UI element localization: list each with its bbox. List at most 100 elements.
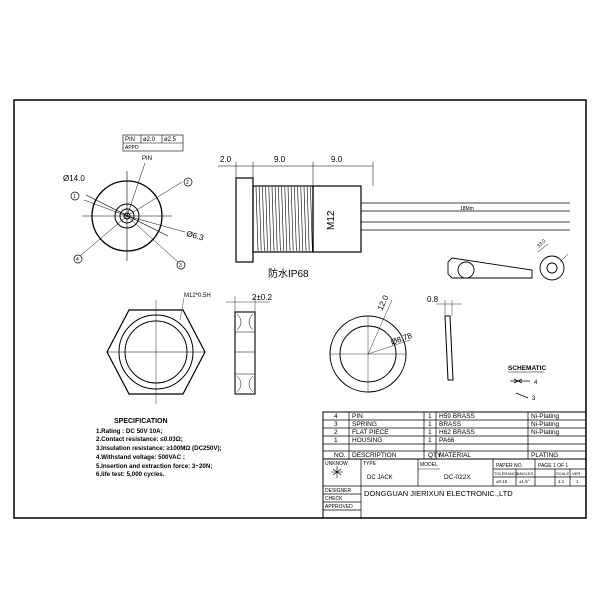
thread-line bbox=[258, 186, 262, 252]
tab-view bbox=[447, 243, 569, 281]
side-view-labels: 2.0 9.0 9.0 M12 18Mm 防水IP68 bbox=[220, 155, 474, 280]
tb-scale-value: 1:1 bbox=[558, 479, 565, 484]
tb-model-label: MODEL bbox=[420, 462, 438, 468]
schematic-pin-4: 4 bbox=[534, 380, 538, 386]
thread-lines bbox=[255, 186, 313, 252]
spec-title: SPECIFICATION bbox=[114, 418, 168, 425]
front-pin-label: PIN bbox=[142, 156, 152, 162]
nut-thread-label: M12*0.5H bbox=[184, 293, 211, 299]
pin-table-appd: APPD bbox=[125, 145, 139, 151]
ip-label: 防水IP68 bbox=[268, 267, 309, 280]
tb-page: PAGE 1 OF 1 bbox=[538, 463, 568, 469]
bom-cell: Ni-Plating bbox=[531, 413, 560, 420]
bom-cell: 1 bbox=[428, 429, 432, 436]
bom-cell: PIN bbox=[352, 413, 363, 420]
tb-type-label: TYPE bbox=[363, 461, 377, 467]
specification-block: SPECIFICATION 1.Rating : DC 50V 10A; 2.C… bbox=[96, 418, 311, 480]
bom-cell: 1 bbox=[428, 421, 432, 428]
bom-cell: 2 bbox=[334, 429, 338, 436]
tb-designer: DESIGNER bbox=[325, 488, 352, 494]
tb-scale-label: SCALE bbox=[556, 471, 569, 476]
thread-line bbox=[271, 186, 275, 252]
schematic-pin-3: 3 bbox=[532, 396, 536, 402]
pin-table: PIN ø2.0 ø2.5 APPD bbox=[122, 134, 184, 152]
thread-line bbox=[255, 186, 259, 252]
washer-thickness-label: 0.8 bbox=[427, 295, 439, 304]
tb-tolerance-label: TOLERANCE bbox=[494, 471, 519, 476]
thread-line bbox=[281, 186, 284, 252]
tb-check: CHECK bbox=[325, 496, 343, 502]
washer-view bbox=[329, 299, 411, 393]
tb-company: DONGGUAN JIERIXUN ELECTRONIC.,LTD bbox=[364, 489, 513, 498]
title-block bbox=[322, 458, 587, 519]
bom-cell: 1 bbox=[334, 437, 338, 444]
spec-line-5: 5.Insertion and extraction force: 3~20N; bbox=[96, 462, 213, 470]
tab-label: 33.0 bbox=[536, 238, 547, 249]
front-view bbox=[70, 162, 193, 270]
dim-9a: 9.0 bbox=[274, 155, 286, 164]
bom-cell: H59 BRASS bbox=[439, 413, 475, 420]
front-hole-label: Ø6.3 bbox=[185, 229, 205, 242]
tb-ver-label: VER bbox=[572, 471, 580, 476]
front-view-labels: Ø14.0 PIN Ø6.3 1 2 3 4 bbox=[63, 156, 205, 269]
thread-line bbox=[284, 186, 288, 252]
side-thread-label: M12 bbox=[326, 210, 337, 230]
thread-line bbox=[262, 186, 265, 252]
thread-line bbox=[310, 186, 313, 252]
tb-ver-value: 1 bbox=[576, 479, 579, 484]
thread-line bbox=[278, 186, 281, 252]
bom-cell: H62 BRASS bbox=[439, 429, 475, 436]
thread-line bbox=[300, 186, 304, 252]
washer-angle-label: 12.0 bbox=[376, 293, 391, 311]
balloon-4: 4 bbox=[76, 257, 79, 263]
tb-angles-label: ANGLES bbox=[517, 471, 534, 476]
bom-cell: 3 bbox=[334, 421, 338, 428]
bom-cell: 4 bbox=[334, 413, 338, 420]
thread-line bbox=[297, 186, 300, 252]
tb-angle-value: ±1.5° bbox=[519, 479, 530, 484]
nut-thickness-label: 2±0.2 bbox=[252, 293, 273, 302]
tb-unknow: UNKNOW bbox=[325, 461, 348, 467]
tb-type-value: DC JACK bbox=[367, 475, 393, 481]
bom-cell: BRASS bbox=[439, 421, 462, 428]
bom-cell: FLAT PIECE bbox=[352, 429, 389, 436]
thread-line bbox=[274, 186, 278, 252]
thread-line bbox=[268, 186, 272, 252]
spec-line-4: 4.Withstand voltage: 500VAC ; bbox=[96, 453, 185, 461]
bom-header-cell: PLATING bbox=[531, 452, 558, 459]
front-dia-label: Ø14.0 bbox=[63, 174, 85, 183]
bom-cell: 1 bbox=[428, 413, 432, 420]
sheet-border bbox=[13, 99, 587, 519]
bom-cell: Ni-Plating bbox=[531, 429, 560, 436]
bom-cell: SPRING bbox=[352, 421, 377, 428]
bom-header-cell: MATERIAL bbox=[439, 452, 471, 459]
tb-tol-value: ±0.15 bbox=[496, 479, 508, 484]
pin-table-d25: ø2.5 bbox=[164, 137, 177, 143]
thread-line bbox=[290, 186, 294, 252]
washer-side-view bbox=[436, 300, 462, 381]
washer-dia-label: Ø8.78 bbox=[390, 331, 414, 347]
bom-cell: PA66 bbox=[439, 437, 455, 444]
bom-header-cell: QTY bbox=[428, 452, 442, 459]
nut-view bbox=[106, 297, 206, 404]
bom-header-cell: DESCRIPTION bbox=[352, 452, 397, 459]
bom-cell: Ni-Plating bbox=[531, 421, 560, 428]
pin-table-head: PIN bbox=[125, 137, 135, 143]
thread-line bbox=[265, 186, 268, 252]
schematic bbox=[508, 371, 544, 399]
side-view bbox=[218, 162, 570, 263]
dim-2: 2.0 bbox=[220, 155, 232, 164]
bom-cell: HOUSING bbox=[352, 437, 382, 444]
thread-line bbox=[306, 186, 310, 252]
dim-9b: 9.0 bbox=[331, 155, 343, 164]
thread-line bbox=[294, 186, 297, 252]
tb-paper-label: PAPER NO. bbox=[496, 463, 523, 469]
spec-line-3: 3.Insulation resistance: ≥100MΩ (DC250V)… bbox=[96, 445, 222, 453]
schematic-title: SCHEMATIC bbox=[508, 365, 546, 372]
bom-header-cell: NO. bbox=[334, 452, 346, 459]
tb-approved: APPROVED bbox=[325, 504, 353, 510]
title-block-text: UNKNOW TYPE DC JACK MODEL DC-022X PAPER … bbox=[325, 461, 580, 510]
thread-line bbox=[303, 186, 307, 252]
spec-line-6: 6.life test: 5,000 cycles. bbox=[96, 471, 165, 479]
